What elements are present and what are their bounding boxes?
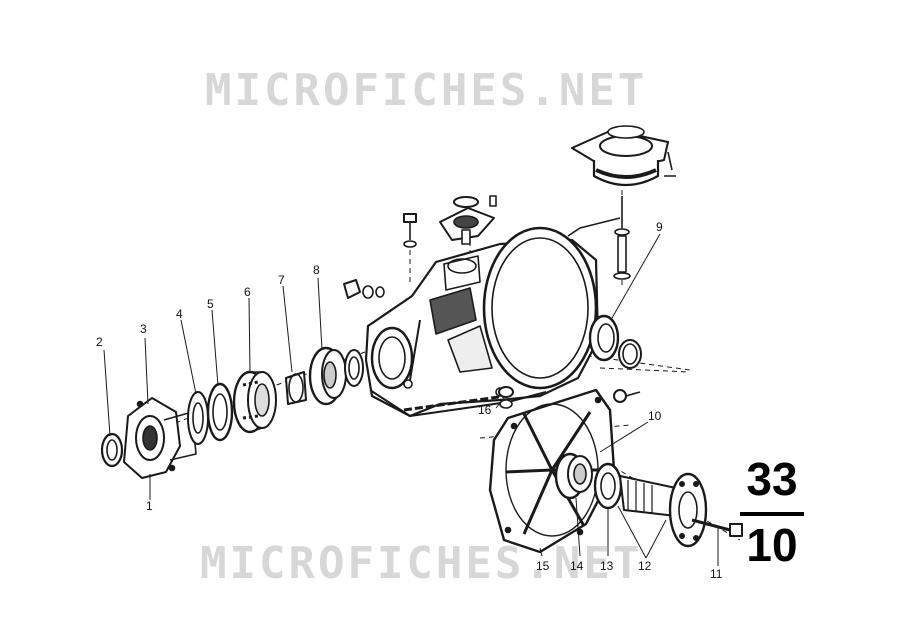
- part-4-washer: [187, 391, 209, 445]
- side-plug: [343, 279, 385, 299]
- bearing-outer-race: [344, 349, 364, 387]
- callout-14: 14: [570, 559, 584, 573]
- watermark-bottom: MICROFICHES.NET: [200, 538, 643, 589]
- callout-4: 4: [176, 307, 183, 321]
- callout-6: 6: [244, 285, 251, 299]
- group-number-sub: 10: [746, 519, 798, 571]
- part-9-seal: [588, 314, 642, 369]
- watermark-top: MICROFICHES.NET: [205, 65, 648, 116]
- callout-11: 11: [710, 567, 723, 581]
- callout-12: 12: [638, 559, 652, 573]
- part-13-seal: [593, 462, 623, 510]
- callout-13: 13: [600, 559, 614, 573]
- cover-bolt: [613, 389, 641, 403]
- callout-2: 2: [96, 335, 103, 349]
- part-5-seal: [206, 382, 234, 442]
- group-number-divider: [740, 512, 804, 516]
- part-7-spacer-sleeve: [285, 371, 307, 405]
- callout-8: 8: [313, 263, 320, 277]
- callout-3: 3: [140, 322, 147, 336]
- callout-7: 7: [278, 273, 285, 287]
- part-14-bearing: [554, 452, 593, 500]
- differential-housing: [364, 217, 621, 418]
- callout-9: 9: [656, 220, 663, 234]
- rubber-mount-assembly: [571, 125, 676, 280]
- callout-16: 16: [478, 403, 492, 417]
- part-15-housing-cover: [488, 388, 616, 554]
- callout-5: 5: [207, 297, 214, 311]
- top-bolt: [403, 213, 417, 248]
- part-2-seal-ring: [100, 432, 124, 468]
- group-number-main: 33: [746, 453, 798, 505]
- part-1-drive-flange: [123, 397, 197, 479]
- part-12-output-flange: [619, 472, 708, 548]
- vent-cap-assembly: [439, 195, 497, 245]
- callout-10: 10: [648, 409, 662, 423]
- part-6-taper-bearing: [232, 370, 277, 434]
- part-16-plug: [498, 386, 514, 409]
- part-8-taper-bearing: [308, 346, 347, 406]
- callout-1: 1: [146, 499, 153, 513]
- part-11-bolt: [691, 518, 743, 537]
- callout-leader-lines: [103, 233, 719, 566]
- callout-15: 15: [536, 559, 550, 573]
